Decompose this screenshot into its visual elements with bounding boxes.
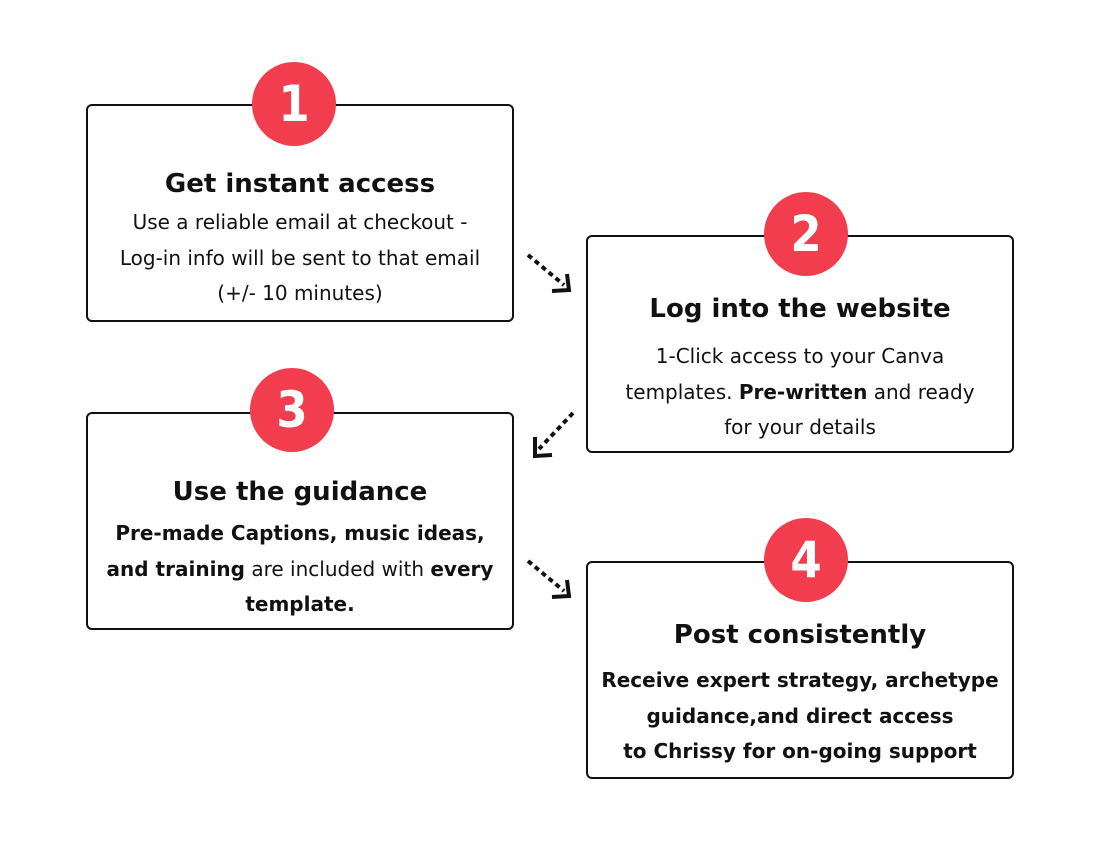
- text-run: are included with: [244, 556, 431, 581]
- description-line: guidance,and direct access: [588, 699, 1012, 735]
- description-line: templates. Pre-written and ready: [588, 375, 1012, 411]
- step-3-title: Use the guidance: [172, 477, 428, 507]
- step-4-box: Post consistently Receive expert strateg…: [586, 561, 1014, 779]
- description-line: for your details: [588, 410, 1012, 446]
- text-run: for your details: [724, 415, 876, 439]
- description-line: to Chrissy for on-going support: [588, 734, 1012, 770]
- text-run: Log-in info will be sent to that email: [119, 245, 481, 270]
- description-line: Log-in info will be sent to that email: [88, 241, 512, 277]
- bold-text: Pre-written: [738, 379, 868, 404]
- text-run: and ready: [867, 379, 975, 404]
- text-run: Use a reliable email at checkout -: [132, 210, 468, 234]
- description-line: (+/- 10 minutes): [88, 276, 512, 312]
- step-3-description: Pre-made Captions, music ideas, and train…: [88, 516, 512, 623]
- bold-text: and training: [106, 556, 245, 581]
- step-2-badge: 2: [764, 192, 848, 276]
- description-line: Pre-made Captions, music ideas,: [88, 516, 512, 552]
- bold-text: guidance,and direct access: [646, 703, 954, 728]
- bold-text: every: [430, 556, 494, 581]
- bold-text: template.: [245, 592, 355, 616]
- arrow-step-1-to-2-icon: [526, 253, 572, 293]
- arrow-step-2-to-3-icon: [533, 411, 575, 459]
- arrow-step-3-to-4-icon: [526, 559, 572, 599]
- text-run: (+/- 10 minutes): [217, 281, 383, 305]
- bold-text: to Chrissy for on-going support: [623, 739, 977, 763]
- step-1-badge: 1: [252, 62, 336, 146]
- step-1-description: Use a reliable email at checkout - Log-in…: [88, 205, 512, 312]
- text-run: templates.: [625, 379, 739, 404]
- step-2-description: 1-Click access to your Canva templates. P…: [588, 339, 1012, 446]
- step-4-badge: 4: [764, 518, 848, 602]
- text-run: 1-Click access to your Canva: [655, 344, 945, 368]
- description-line: and training are included with every: [88, 552, 512, 588]
- step-2-title: Log into the website: [649, 294, 951, 324]
- step-4-description: Receive expert strategy, archetype guidan…: [588, 663, 1012, 770]
- step-3-box: Use the guidance Pre-made Captions, musi…: [86, 412, 514, 630]
- step-4-title: Post consistently: [673, 620, 927, 650]
- bold-text: Pre-made Captions, music ideas,: [115, 521, 485, 545]
- description-line: Receive expert strategy, archetype: [588, 663, 1012, 699]
- bold-text: Receive expert strategy, archetype: [601, 668, 999, 692]
- step-3-badge: 3: [250, 368, 334, 452]
- description-line: Use a reliable email at checkout -: [88, 205, 512, 241]
- description-line: template.: [88, 587, 512, 623]
- step-1-title: Get instant access: [164, 169, 436, 199]
- description-line: 1-Click access to your Canva: [588, 339, 1012, 375]
